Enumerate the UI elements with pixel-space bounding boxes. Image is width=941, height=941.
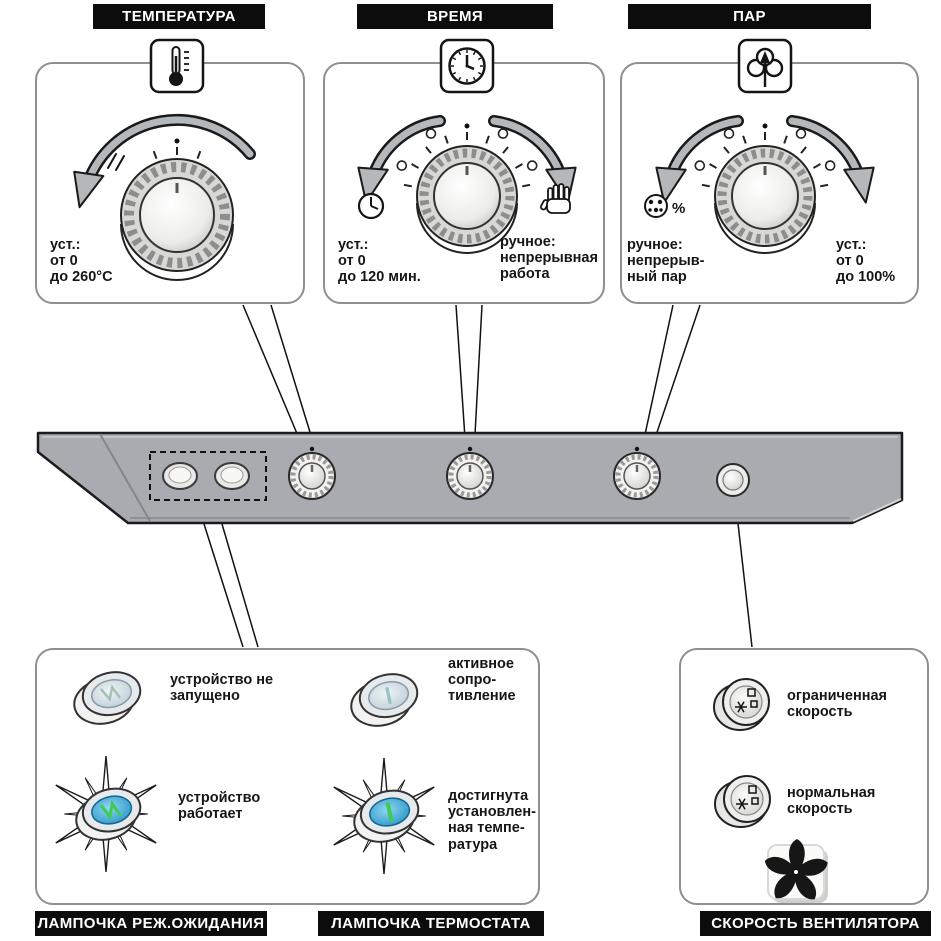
- strip-knob-time: [446, 446, 494, 500]
- fan-blades-icon: [762, 839, 831, 904]
- snowflake-squares-icon: [735, 688, 758, 713]
- clock-icon: [439, 38, 495, 94]
- standby-on-text: устройство работает: [178, 790, 261, 823]
- steam-knob-mode-icons: [694, 128, 836, 171]
- thermostat-off-text: активное сопро- тивление: [448, 656, 516, 705]
- header-temperature-label: ТЕМПЕРАТУРА: [122, 8, 236, 25]
- steam-set-note: уст.: от 0 до 100%: [836, 237, 896, 286]
- time-manual-note: ручное: непрерывная работа: [500, 234, 598, 283]
- temperature-set-note: уст.: от 0 до 260°C: [50, 237, 113, 286]
- time-knob-mode-icons: [396, 128, 538, 171]
- steam-knob: [694, 123, 836, 254]
- temperature-arrow: [73, 113, 256, 209]
- standby-lamp-off: [73, 671, 142, 725]
- max-heat-icon: [107, 153, 125, 171]
- standby-light-left: [162, 462, 198, 490]
- temperature-knob: [120, 138, 234, 281]
- steam-knob-ticks: [701, 132, 829, 188]
- connector-lines: [203, 304, 753, 648]
- time-set-note: уст.: от 0 до 120 мин.: [338, 237, 421, 286]
- steam-arrows: [655, 115, 875, 204]
- fan-limited-speed-button: [713, 678, 770, 731]
- small-clock-icon: [357, 192, 385, 220]
- fan-limited-text: ограниченная скорость: [787, 688, 888, 721]
- time-knob-ticks: [403, 132, 531, 188]
- strip-right-bevel: [852, 498, 902, 522]
- strip-knob-steam: [613, 446, 661, 500]
- strip-knob-temperature: [288, 446, 336, 500]
- standby-light-right: [214, 462, 250, 490]
- steam-manual-note: ручное: непрерыв- ный пар: [627, 237, 705, 286]
- header-bar-steam: ПАР: [628, 4, 871, 29]
- label-bar-thermostat: ЛАМПОЧКА ТЕРМОСТАТА: [318, 911, 544, 936]
- fan-speed-label: СКОРОСТЬ ВЕНТИЛЯТОРА: [711, 915, 920, 932]
- time-knob: [396, 123, 538, 254]
- standby-lights-dashed-frame: [149, 451, 267, 501]
- strip-left-bevel: [99, 433, 151, 522]
- header-bar-time: ВРЕМЯ: [357, 4, 553, 29]
- header-time-label: ВРЕМЯ: [426, 8, 484, 25]
- hand-icon: [539, 183, 571, 214]
- steam-puff-icon: [737, 38, 793, 94]
- strip-fan-button: [716, 463, 750, 497]
- thermostat-lamp-on: [353, 789, 420, 843]
- header-bar-temperature: ТЕМПЕРАТУРА: [93, 4, 265, 29]
- standby-lamp-on: [75, 787, 142, 841]
- fan-normal-speed-button: [714, 775, 771, 828]
- label-bar-standby: ЛАМПОЧКА РЕЖ.ОЖИДАНИЯ: [35, 911, 267, 936]
- thermometer-icon: [149, 38, 205, 94]
- droplets-percent-icon: %: [644, 194, 685, 218]
- thermostat-lamp-off: [350, 673, 419, 727]
- percent-label: %: [672, 200, 685, 217]
- standby-off-text: устройство не запущено: [170, 672, 274, 705]
- thermostat-label: ЛАМПОЧКА ТЕРМОСТАТА: [331, 915, 531, 932]
- control-strip: [36, 431, 904, 525]
- label-bar-fan-speed: СКОРОСТЬ ВЕНТИЛЯТОРА: [700, 911, 931, 936]
- standby-label: ЛАМПОЧКА РЕЖ.ОЖИДАНИЯ: [37, 915, 265, 932]
- header-steam-label: ПАР: [733, 8, 766, 25]
- fan-normal-text: нормальная скорость: [787, 785, 876, 818]
- snowflake-squares-icon: [736, 785, 759, 810]
- thermostat-on-text: достигнута установлен- ная темпе- ратура: [448, 788, 536, 853]
